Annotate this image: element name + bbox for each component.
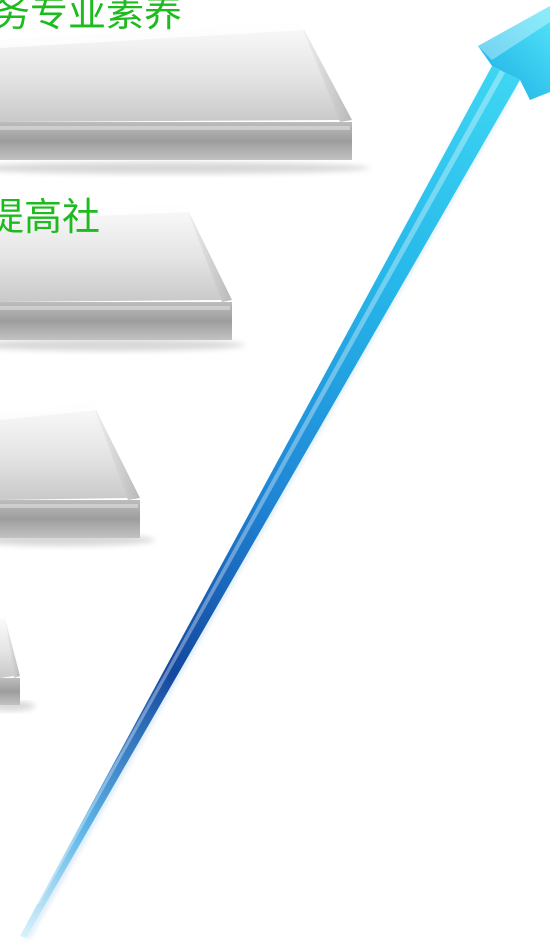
step-label-improve-social: 提高社 bbox=[0, 195, 101, 239]
staircase-step-icon bbox=[0, 402, 155, 546]
staircase-step-icon bbox=[0, 618, 35, 711]
staircase-step-icon bbox=[0, 22, 370, 174]
staircase-step-icon bbox=[0, 204, 245, 351]
step-label-professional-quality: 务专业素养 bbox=[0, 0, 183, 35]
